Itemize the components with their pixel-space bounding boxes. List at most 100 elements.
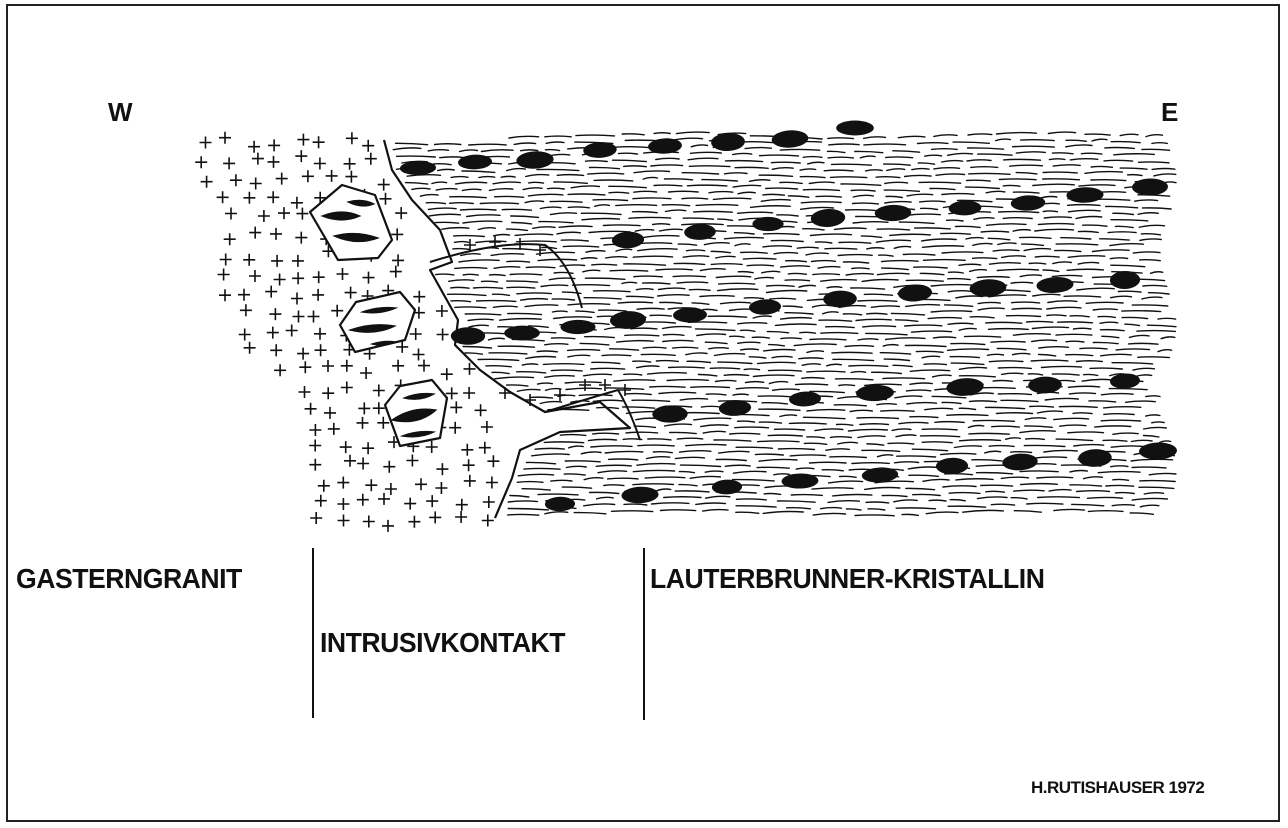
foliation-dash: [948, 323, 973, 324]
foliation-dash: [1101, 394, 1133, 395]
foliation-dash: [950, 357, 979, 358]
granite-unit-label: GASTERNGRANIT: [16, 563, 242, 595]
foliation-dash: [981, 485, 1013, 486]
foliation-dash: [1027, 503, 1063, 504]
foliation-dash: [998, 394, 1031, 395]
foliation-dash: [1140, 239, 1161, 240]
foliation-dash: [1056, 244, 1098, 245]
foliation-dash: [866, 333, 907, 334]
foliation-dash: [1072, 504, 1104, 505]
foliation-dash: [1066, 140, 1086, 141]
foliation-dash: [482, 150, 514, 152]
foliation-dash: [449, 280, 474, 281]
foliation-dash: [1066, 355, 1093, 356]
foliation-dash: [953, 142, 989, 143]
foliation-dash: [614, 380, 655, 381]
foliation-dash: [858, 436, 885, 438]
foliation-dash: [510, 274, 542, 275]
foliation-dash: [827, 287, 842, 288]
granite-cross: [238, 289, 250, 301]
foliation-dash: [1068, 386, 1099, 387]
foliation-dash: [1061, 238, 1091, 239]
foliation-dash: [1022, 244, 1044, 245]
foliation-dash: [852, 268, 869, 269]
foliation-dash: [590, 492, 619, 493]
foliation-dash: [1054, 509, 1085, 510]
foliation-dash: [1132, 305, 1168, 306]
foliation-dash: [1159, 441, 1170, 443]
foliation-dash: [663, 340, 693, 341]
foliation-dash: [1091, 180, 1126, 181]
foliation-dash: [999, 179, 1036, 180]
foliation-dash: [906, 390, 930, 391]
foliation-dash: [821, 508, 842, 509]
foliation-dash: [797, 247, 818, 248]
foliation-dash: [1013, 353, 1030, 354]
foliation-dash: [589, 439, 617, 440]
xenolith-block-upper: [310, 185, 392, 260]
foliation-dash: [1003, 218, 1032, 219]
granite-cross: [326, 170, 338, 182]
foliation-dash: [816, 242, 832, 243]
foliation-dash: [540, 402, 561, 404]
foliation-dash: [595, 205, 610, 206]
foliation-dash: [774, 474, 790, 475]
foliation-dash: [704, 243, 729, 245]
foliation-dash: [708, 316, 747, 317]
foliation-dash: [716, 276, 750, 277]
granite-cross: [426, 441, 438, 453]
foliation-dash: [773, 389, 800, 390]
foliation-dash: [730, 433, 760, 434]
foliation-dash: [1120, 134, 1138, 135]
foliation-dash: [564, 474, 585, 475]
foliation-dash: [781, 338, 801, 339]
dark-lens: [936, 457, 969, 474]
foliation-dash: [526, 357, 556, 359]
foliation-dash: [800, 332, 816, 333]
foliation-dash: [525, 201, 543, 203]
foliation-dash: [1093, 309, 1117, 310]
foliation-dash: [763, 194, 785, 195]
foliation-dash: [528, 194, 563, 196]
dark-lens: [789, 391, 822, 407]
foliation-dash: [969, 433, 1009, 434]
foliation-dash: [654, 133, 670, 134]
foliation-dash: [507, 287, 535, 288]
foliation-dash: [993, 380, 1012, 381]
foliation-dash: [736, 447, 772, 448]
foliation-dash: [491, 254, 524, 256]
foliation-dash: [465, 353, 482, 354]
foliation-dash: [1024, 445, 1065, 446]
foliation-dash: [1066, 341, 1084, 342]
granite-cross: [346, 132, 358, 144]
foliation-dash: [757, 467, 789, 468]
granite-cross: [357, 417, 369, 429]
granite-cross: [318, 480, 330, 492]
foliation-dash: [903, 254, 935, 255]
foliation-dash: [1111, 296, 1132, 297]
granite-cross: [240, 304, 252, 316]
foliation-dash: [862, 279, 898, 281]
granite-cross: [295, 150, 307, 162]
foliation-dash: [950, 500, 965, 501]
foliation-dash: [537, 169, 579, 170]
foliation-dash: [966, 187, 1000, 188]
divider-right: [643, 548, 645, 720]
foliation-dash: [583, 270, 600, 272]
foliation-dash: [791, 495, 822, 496]
foliation-dash: [839, 385, 855, 386]
foliation-dash: [807, 437, 825, 438]
foliation-dash: [1104, 407, 1141, 408]
granite-cross: [461, 444, 473, 456]
foliation-dash: [686, 353, 707, 355]
foliation-dash: [568, 207, 589, 208]
foliation-dash: [726, 161, 763, 162]
foliation-dash: [545, 512, 568, 514]
granite-cross: [200, 137, 212, 149]
granite-cross: [413, 291, 425, 303]
granite-cross: [219, 289, 231, 301]
foliation-dash: [1132, 467, 1166, 468]
foliation-dash: [1149, 473, 1176, 474]
foliation-dash: [507, 169, 526, 171]
foliation-dash: [787, 508, 811, 509]
